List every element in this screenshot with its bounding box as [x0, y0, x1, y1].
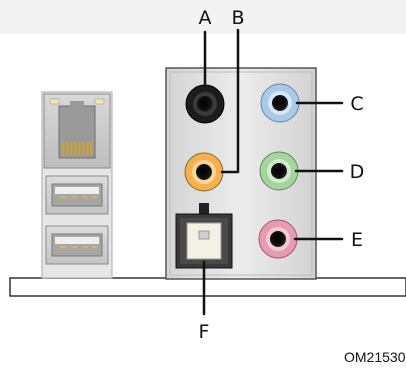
callout-b: B	[231, 7, 244, 29]
ethernet-port	[43, 93, 111, 169]
audio-jack-e	[258, 219, 298, 259]
board-edge	[9, 277, 406, 297]
figure-code: OM21530	[344, 349, 406, 365]
audio-jack-a	[185, 84, 225, 124]
callout-a: A	[199, 7, 212, 29]
ethernet-usb-stack	[41, 91, 113, 279]
audio-jack-d	[259, 151, 299, 191]
top-strip	[0, 0, 406, 34]
optical-spdif-port-f	[175, 203, 233, 269]
callout-f: F	[199, 321, 210, 343]
audio-jack-c	[260, 83, 300, 123]
callout-e: E	[351, 229, 363, 251]
usb-port-bottom	[45, 225, 109, 265]
usb-port-top	[45, 175, 109, 215]
callout-d: D	[350, 161, 365, 183]
leader-line-b	[220, 28, 240, 174]
callout-c: C	[350, 93, 363, 115]
audio-jack-b	[184, 152, 224, 192]
leader-lines	[202, 28, 344, 316]
